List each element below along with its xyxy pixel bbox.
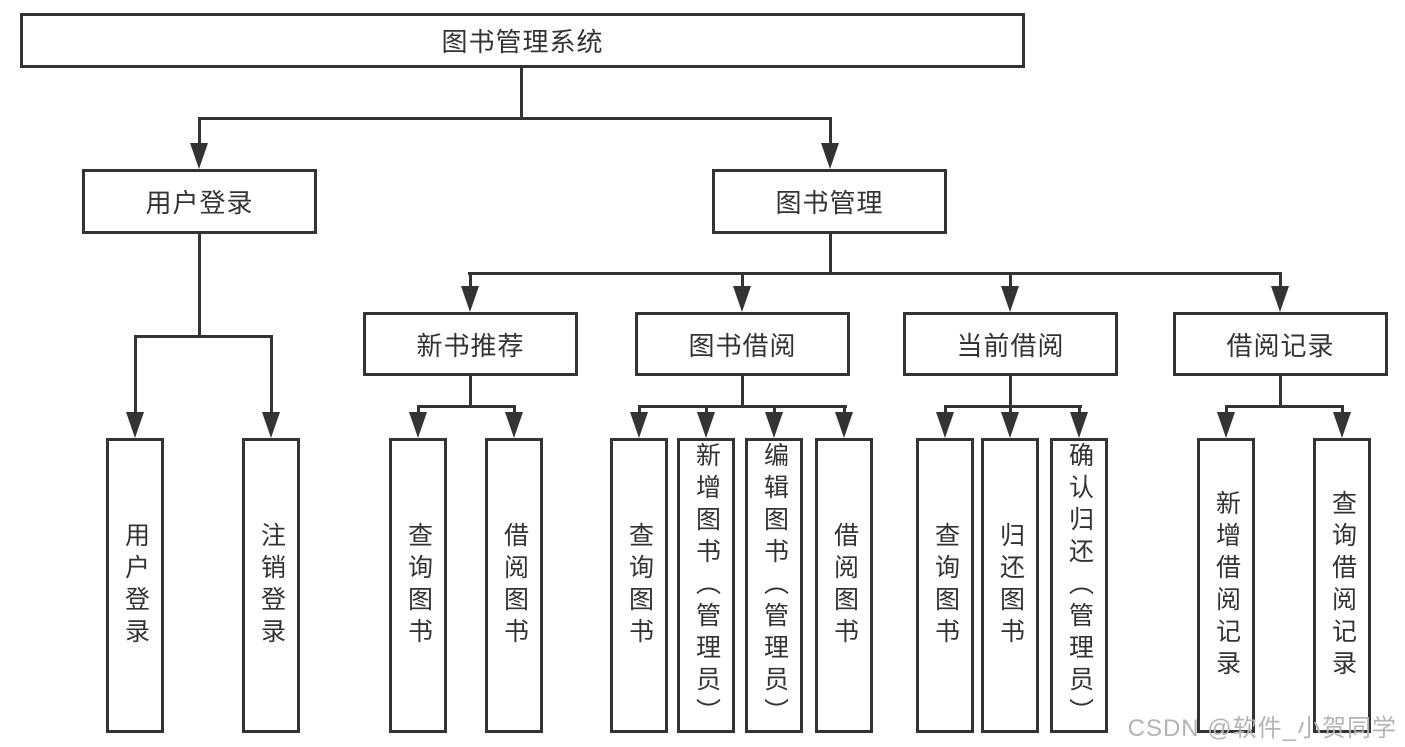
connector-shaft <box>134 335 137 414</box>
connector-shaft <box>1279 272 1282 288</box>
connector-shaft <box>513 405 516 415</box>
connector-shaft <box>270 335 273 414</box>
leaf-query-books-borrowing: 查询图书 <box>610 438 668 733</box>
connector-shaft <box>1341 405 1344 415</box>
arrowhead-icon <box>505 412 523 438</box>
leaf-query-borrow-record: 查询借阅记录 <box>1313 438 1371 733</box>
connector-shaft <box>829 117 832 145</box>
connector-root-stem <box>520 68 523 118</box>
arrowhead-icon <box>1070 412 1088 438</box>
node-book-management: 图书管理 <box>712 169 947 234</box>
connector-book-mgmt-stem <box>829 234 832 274</box>
node-label: 归还图书 <box>996 521 1025 650</box>
connector-shaft <box>469 272 472 288</box>
connector-shaft <box>638 405 641 415</box>
node-label: 查询图书 <box>931 521 960 650</box>
node-label: 用户登录 <box>145 188 254 218</box>
leaf-return-books: 归还图书 <box>981 438 1039 733</box>
connector-shaft <box>843 405 846 415</box>
connector-shaft <box>944 405 947 415</box>
leaf-add-borrow-record: 新增借阅记录 <box>1197 438 1255 733</box>
connector-shaft <box>1078 405 1081 415</box>
arrowhead-icon <box>821 143 839 169</box>
arrowhead-icon <box>190 143 208 169</box>
connector-stem <box>741 376 744 407</box>
arrowhead-icon <box>461 286 479 312</box>
leaf-edit-books-admin: 编辑图书（管理员） <box>745 438 803 733</box>
connector-shaft <box>741 272 744 288</box>
node-label: 图书管理系统 <box>441 27 604 57</box>
connector-stem <box>469 376 472 407</box>
leaf-add-books-admin: 新增图书（管理员） <box>677 438 735 733</box>
node-label: 注销登录 <box>257 521 286 650</box>
node-label: 图书借阅 <box>688 330 797 361</box>
arrowhead-icon <box>630 412 648 438</box>
arrowhead-icon <box>697 412 715 438</box>
arrowhead-icon <box>1001 286 1019 312</box>
node-user-login: 用户登录 <box>82 169 317 234</box>
node-new-book-recommendation: 新书推荐 <box>363 312 578 376</box>
connector-shaft <box>705 405 708 415</box>
arrowhead-icon <box>936 412 954 438</box>
arrowhead-icon <box>1217 412 1235 438</box>
node-label: 新书推荐 <box>416 330 525 361</box>
leaf-user-login: 用户登录 <box>106 438 164 733</box>
connector-user-login-rail <box>134 335 273 338</box>
arrowhead-icon <box>1271 286 1289 312</box>
connector-shaft <box>198 117 201 145</box>
connector-shaft <box>1225 405 1228 415</box>
leaf-borrow-books: 借阅图书 <box>815 438 873 733</box>
node-borrowing-records: 借阅记录 <box>1173 312 1388 376</box>
node-book-borrowing: 图书借阅 <box>635 312 850 376</box>
arrowhead-icon <box>409 412 427 438</box>
node-label: 借阅图书 <box>830 521 859 650</box>
node-label: 查询借阅记录 <box>1328 489 1357 682</box>
arrowhead-icon <box>733 286 751 312</box>
leaf-query-books-current: 查询图书 <box>916 438 974 733</box>
node-label: 新增图书（管理员） <box>692 441 721 730</box>
node-current-borrowing: 当前借阅 <box>903 312 1118 376</box>
node-label: 借阅图书 <box>500 521 529 650</box>
arrowhead-icon <box>1001 412 1019 438</box>
node-label: 确认归还（管理员） <box>1065 441 1094 730</box>
connector-user-login-stem <box>198 234 201 337</box>
connector-shaft <box>417 405 420 415</box>
leaf-logout: 注销登录 <box>242 438 300 733</box>
leaf-borrow-books-recommend: 借阅图书 <box>485 438 543 733</box>
connector-level3-rail <box>468 272 1282 275</box>
arrowhead-icon <box>262 412 280 438</box>
node-label: 借阅记录 <box>1226 330 1335 361</box>
node-label: 图书管理 <box>775 188 884 218</box>
connector-stem <box>1279 376 1282 407</box>
connector-rail <box>944 405 1082 408</box>
csdn-watermark: CSDN @软件_小贺同学 <box>1127 715 1397 742</box>
node-label: 用户登录 <box>121 521 150 650</box>
connector-rail <box>417 405 516 408</box>
arrowhead-icon <box>1333 412 1351 438</box>
connector-rail <box>1225 405 1344 408</box>
node-label: 新增借阅记录 <box>1212 489 1241 682</box>
arrowhead-icon <box>765 412 783 438</box>
leaf-confirm-return-admin: 确认归还（管理员） <box>1050 438 1108 733</box>
connector-stem <box>1009 376 1012 407</box>
connector-rail <box>638 405 847 408</box>
arrowhead-icon <box>835 412 853 438</box>
connector-level2-rail <box>198 117 832 120</box>
arrowhead-icon <box>126 412 144 438</box>
node-library-management-system: 图书管理系统 <box>20 13 1025 68</box>
node-label: 编辑图书（管理员） <box>760 441 789 730</box>
connector-shaft <box>1009 272 1012 288</box>
node-label: 查询图书 <box>404 521 433 650</box>
connector-shaft <box>1009 405 1012 415</box>
node-label: 查询图书 <box>625 521 654 650</box>
leaf-query-books-recommend: 查询图书 <box>389 438 447 733</box>
node-label: 当前借阅 <box>956 330 1065 361</box>
connector-shaft <box>773 405 776 415</box>
